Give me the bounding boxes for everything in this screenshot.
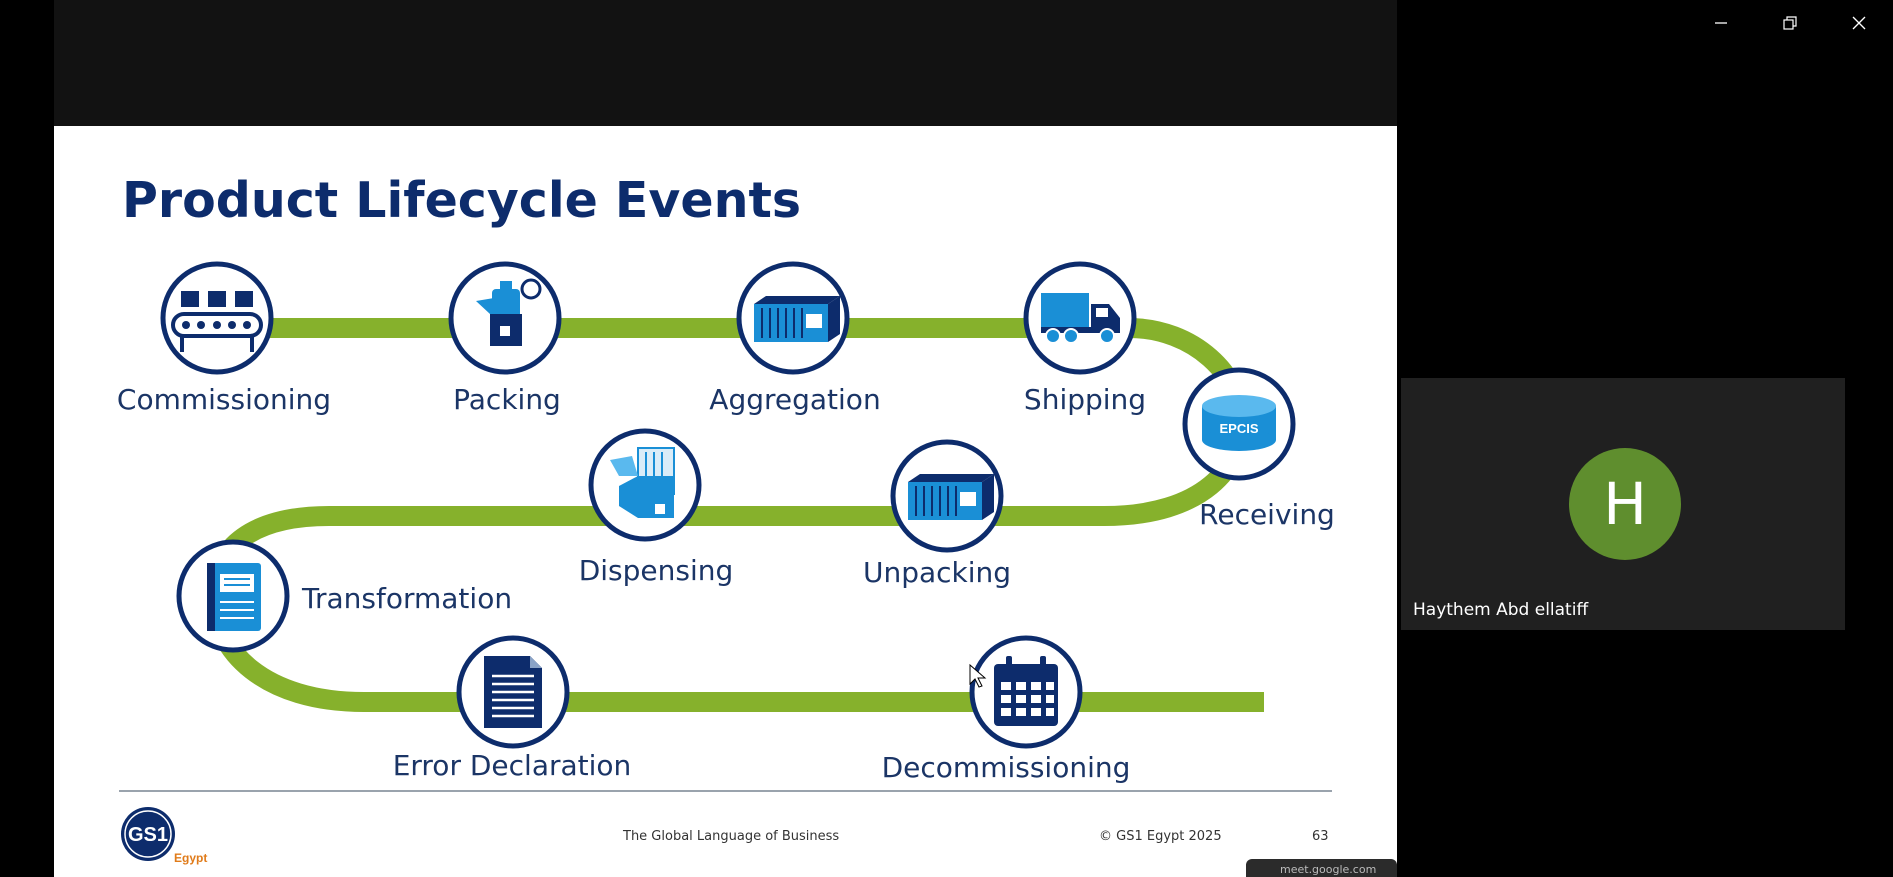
footer-copyright: © GS1 Egypt 2025 — [1099, 829, 1222, 844]
footer-tagline: The Global Language of Business — [623, 829, 840, 844]
screen-share: Product Lifecycle Events — [54, 0, 1397, 877]
minimize-icon — [1714, 22, 1727, 24]
footer-divider — [119, 790, 1332, 792]
event-aggregation[interactable] — [736, 261, 850, 375]
notebook-icon — [207, 563, 261, 631]
event-label: Error Declaration — [393, 749, 632, 782]
event-label: Unpacking — [863, 556, 1011, 589]
event-shipping[interactable] — [1023, 261, 1137, 375]
event-label: Shipping — [1024, 383, 1146, 416]
event-label: Commissioning — [117, 383, 331, 416]
gs1-logo-text: GS1 — [128, 824, 168, 846]
slide-page-number: 63 — [1312, 829, 1329, 844]
event-receiving[interactable]: EPCIS — [1182, 367, 1296, 481]
container-icon — [754, 296, 840, 342]
epcis-database-icon: EPCIS — [1202, 395, 1276, 451]
event-dispensing[interactable] — [588, 428, 702, 542]
mouse-cursor-icon — [969, 663, 987, 688]
event-label: Decommissioning — [882, 751, 1131, 784]
restore-button[interactable] — [1755, 0, 1824, 46]
event-error-declaration[interactable] — [456, 635, 570, 749]
gs1-logo-subtext: Egypt — [174, 851, 207, 865]
event-packing[interactable] — [448, 261, 562, 375]
event-decommissioning[interactable] — [969, 635, 1083, 749]
avatar: H — [1569, 448, 1681, 560]
window-controls — [1686, 0, 1893, 46]
event-commissioning[interactable] — [160, 261, 274, 375]
event-label: Transformation — [301, 582, 512, 615]
event-label: Aggregation — [709, 383, 880, 416]
epcis-badge-text: EPCIS — [1219, 421, 1258, 436]
calendar-icon — [994, 656, 1058, 726]
close-icon — [1852, 16, 1865, 30]
slide-title: Product Lifecycle Events — [122, 172, 802, 229]
event-transformation[interactable] — [176, 539, 290, 653]
event-label: Packing — [453, 383, 561, 416]
event-unpacking[interactable] — [890, 439, 1004, 553]
meet-url-chip[interactable]: meet.google.com — [1246, 859, 1397, 877]
conveyor-belt-icon — [171, 291, 263, 352]
close-button[interactable] — [1824, 0, 1893, 46]
gs1-logo: GS1 Egypt — [120, 806, 220, 870]
participant-tile[interactable]: H Haythem Abd ellatiff — [1401, 378, 1845, 630]
minimize-button[interactable] — [1686, 0, 1755, 46]
document-icon — [484, 656, 542, 728]
event-label: Dispensing — [579, 554, 734, 587]
lifecycle-diagram: Commissioning Packing — [117, 261, 1335, 784]
presentation-slide: Product Lifecycle Events — [54, 126, 1397, 877]
participant-name: Haythem Abd ellatiff — [1413, 600, 1589, 620]
container-icon — [908, 474, 994, 520]
restore-icon — [1782, 16, 1797, 30]
event-label: Receiving — [1199, 498, 1335, 531]
open-box-icon — [610, 447, 675, 518]
slide-top-bar — [54, 0, 1397, 126]
truck-icon — [1041, 293, 1120, 344]
bottle-box-icon — [476, 278, 542, 346]
